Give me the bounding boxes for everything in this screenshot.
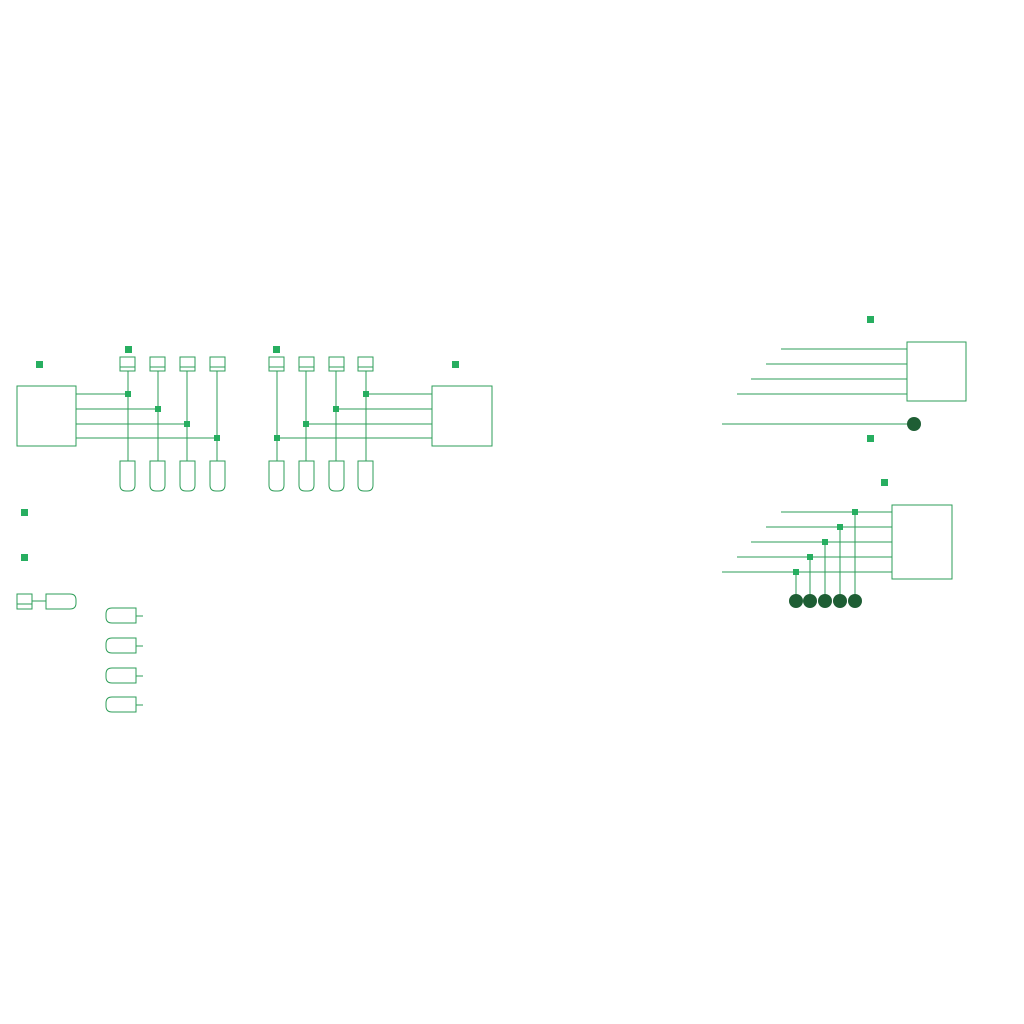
junction-marker	[333, 406, 339, 412]
junction-marker	[822, 539, 828, 545]
junction-marker	[214, 435, 220, 441]
node-marker[interactable]	[21, 509, 28, 516]
bottom-terminal[interactable]	[357, 460, 374, 492]
junction-marker	[125, 391, 131, 397]
junction-marker	[852, 509, 858, 515]
junction-marker	[807, 554, 813, 560]
top-connector[interactable]	[209, 356, 226, 372]
top-connector[interactable]	[149, 356, 166, 372]
junction-marker	[363, 391, 369, 397]
node-marker[interactable]	[125, 346, 132, 353]
left-bus-diagram	[16, 346, 493, 561]
right-block[interactable]	[431, 385, 493, 447]
junction-marker	[184, 421, 190, 427]
symbol-group	[16, 593, 143, 713]
node-marker[interactable]	[867, 435, 874, 442]
output-terminal[interactable]	[105, 667, 143, 684]
bottom-terminal[interactable]	[209, 460, 226, 492]
junction-marker	[274, 435, 280, 441]
right-top-diagram	[722, 316, 967, 442]
top-connector[interactable]	[328, 356, 345, 372]
junction-marker	[837, 524, 843, 530]
bottom-terminal[interactable]	[328, 460, 345, 492]
block[interactable]	[906, 341, 967, 402]
endpoint-dot[interactable]	[818, 594, 832, 608]
top-connector[interactable]	[119, 356, 136, 372]
output-terminal[interactable]	[105, 607, 143, 624]
node-marker[interactable]	[36, 361, 43, 368]
bottom-terminal[interactable]	[149, 460, 166, 492]
bottom-terminal[interactable]	[298, 460, 315, 492]
top-connector[interactable]	[179, 356, 196, 372]
junction-marker	[303, 421, 309, 427]
node-marker[interactable]	[867, 316, 874, 323]
bottom-terminal[interactable]	[268, 460, 285, 492]
output-terminal[interactable]	[105, 637, 143, 654]
output-terminal[interactable]	[105, 696, 143, 713]
junction-marker	[155, 406, 161, 412]
endpoint-dot[interactable]	[907, 417, 921, 431]
endpoint-dot[interactable]	[833, 594, 847, 608]
bottom-terminal[interactable]	[119, 460, 136, 492]
block[interactable]	[891, 504, 953, 580]
node-marker[interactable]	[21, 554, 28, 561]
connector-symbol[interactable]	[16, 593, 77, 610]
top-connector[interactable]	[298, 356, 315, 372]
left-block[interactable]	[16, 385, 77, 447]
endpoint-dot[interactable]	[789, 594, 803, 608]
top-connector[interactable]	[268, 356, 285, 372]
node-marker[interactable]	[881, 479, 888, 486]
endpoint-dot[interactable]	[803, 594, 817, 608]
node-marker[interactable]	[273, 346, 280, 353]
top-connector[interactable]	[357, 356, 374, 372]
endpoint-dot[interactable]	[848, 594, 862, 608]
junction-marker	[793, 569, 799, 575]
bottom-terminal[interactable]	[179, 460, 196, 492]
right-bottom-diagram	[722, 479, 953, 608]
node-marker[interactable]	[452, 361, 459, 368]
